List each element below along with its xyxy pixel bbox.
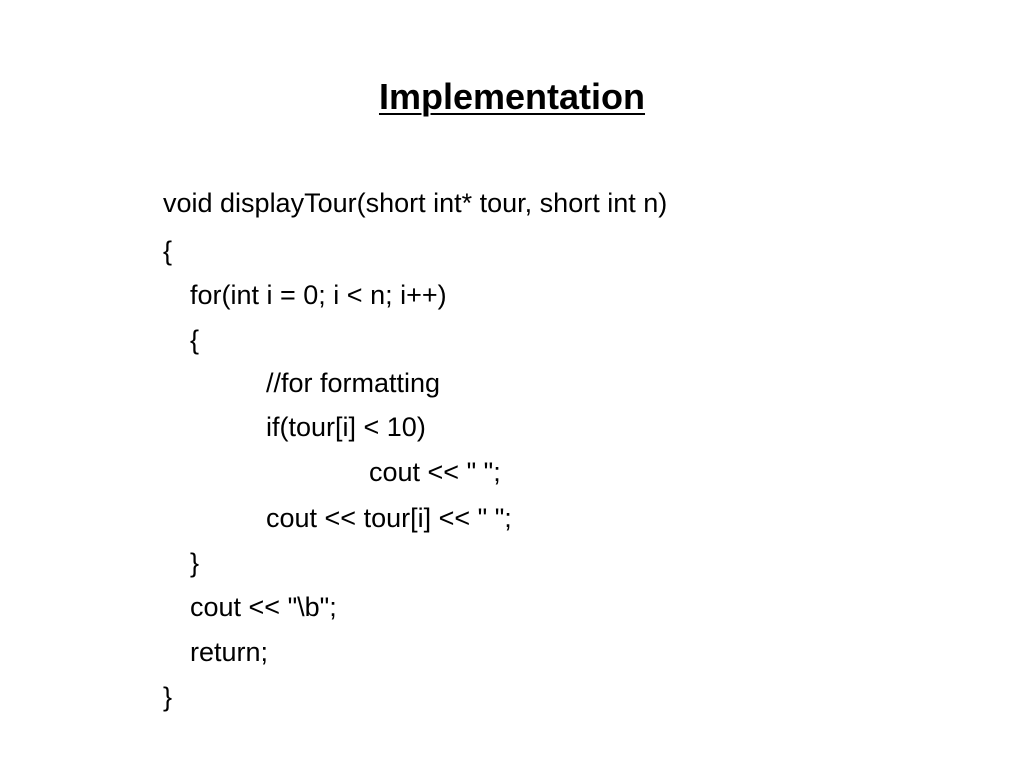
code-line-open-brace: { bbox=[163, 236, 173, 266]
code-line-cout-space: cout << " "; bbox=[369, 457, 501, 487]
code-line-for-loop: for(int i = 0; i < n; i++) bbox=[190, 280, 447, 310]
code-line-close-brace: } bbox=[163, 682, 173, 712]
code-line-comment: //for formatting bbox=[266, 368, 441, 398]
slide-title: Implementation bbox=[378, 76, 646, 117]
code-line-return: return; bbox=[190, 637, 269, 667]
code-line-cout-tour: cout << tour[i] << " "; bbox=[266, 503, 512, 533]
code-line-function-signature: void displayTour(short int* tour, short … bbox=[163, 188, 668, 218]
code-line-loop-open-brace: { bbox=[190, 325, 200, 355]
code-line-if-statement: if(tour[i] < 10) bbox=[266, 412, 426, 442]
code-line-cout-backspace: cout << "\b"; bbox=[190, 592, 337, 622]
code-line-loop-close-brace: } bbox=[190, 548, 200, 578]
